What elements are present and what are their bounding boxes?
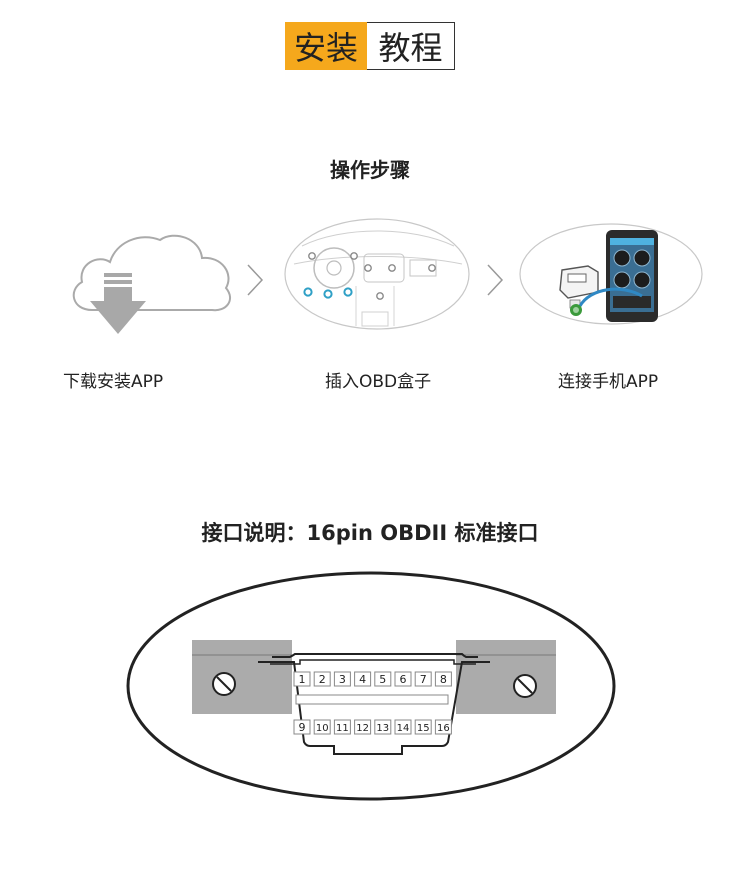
pin-box: [394, 671, 412, 687]
pin-number: 2: [319, 673, 326, 686]
pin-number: 8: [440, 673, 447, 686]
pin-number: 15: [417, 723, 430, 734]
steps-heading: 操作步骤: [330, 158, 410, 182]
pin-box: [293, 719, 311, 735]
pin-box: [374, 671, 392, 687]
pin-number: 6: [400, 673, 407, 686]
pin-number: 11: [336, 723, 349, 734]
pin-number: 10: [316, 723, 329, 734]
pin-number: 1: [299, 673, 306, 686]
pin-box: [434, 719, 452, 735]
page-title-boxed: 教程: [367, 22, 455, 70]
pin-box: [394, 719, 412, 735]
pin-box: [313, 719, 331, 735]
pin-number: 9: [299, 721, 306, 734]
step-caption-connect: 连接手机APP: [558, 372, 659, 392]
pin-box: [354, 719, 372, 735]
pin-box: [434, 671, 452, 687]
pin-number: 12: [356, 723, 369, 734]
pin-box: [414, 719, 432, 735]
pin-box: [333, 671, 351, 687]
pin-box: [374, 719, 392, 735]
pin-number: 7: [420, 673, 427, 686]
port-heading: 接口说明：16pin OBDII 标准接口: [201, 521, 539, 545]
pin-number: 3: [339, 673, 346, 686]
pin-box: [293, 671, 311, 687]
pin-number: 13: [376, 723, 389, 734]
pin-box: [313, 671, 331, 687]
page-title-highlight: 安装: [285, 22, 367, 70]
step-caption-download: 下载安装APP: [63, 372, 164, 392]
pin-number: 16: [437, 723, 450, 734]
pin-row-bottom: 9 10 11 12 13 14 15 16: [293, 719, 452, 735]
pin-number: 5: [379, 673, 386, 686]
pin-number: 14: [397, 723, 410, 734]
pin-box: [333, 719, 351, 735]
car-dashboard-icon: [284, 218, 470, 330]
phone-obd-icon: [519, 223, 703, 325]
pin-box: [354, 671, 372, 687]
screw-icon: [513, 674, 537, 698]
pin-box: [414, 671, 432, 687]
pin-number: 4: [359, 673, 366, 686]
page-title: 安装 教程: [285, 22, 455, 70]
cloud-download-icon: [72, 234, 231, 334]
chevron-right-icon: [247, 264, 264, 296]
screw-icon: [212, 672, 236, 696]
step-caption-plug-in: 插入OBD盒子: [325, 372, 432, 392]
chevron-right-icon: [487, 264, 504, 296]
